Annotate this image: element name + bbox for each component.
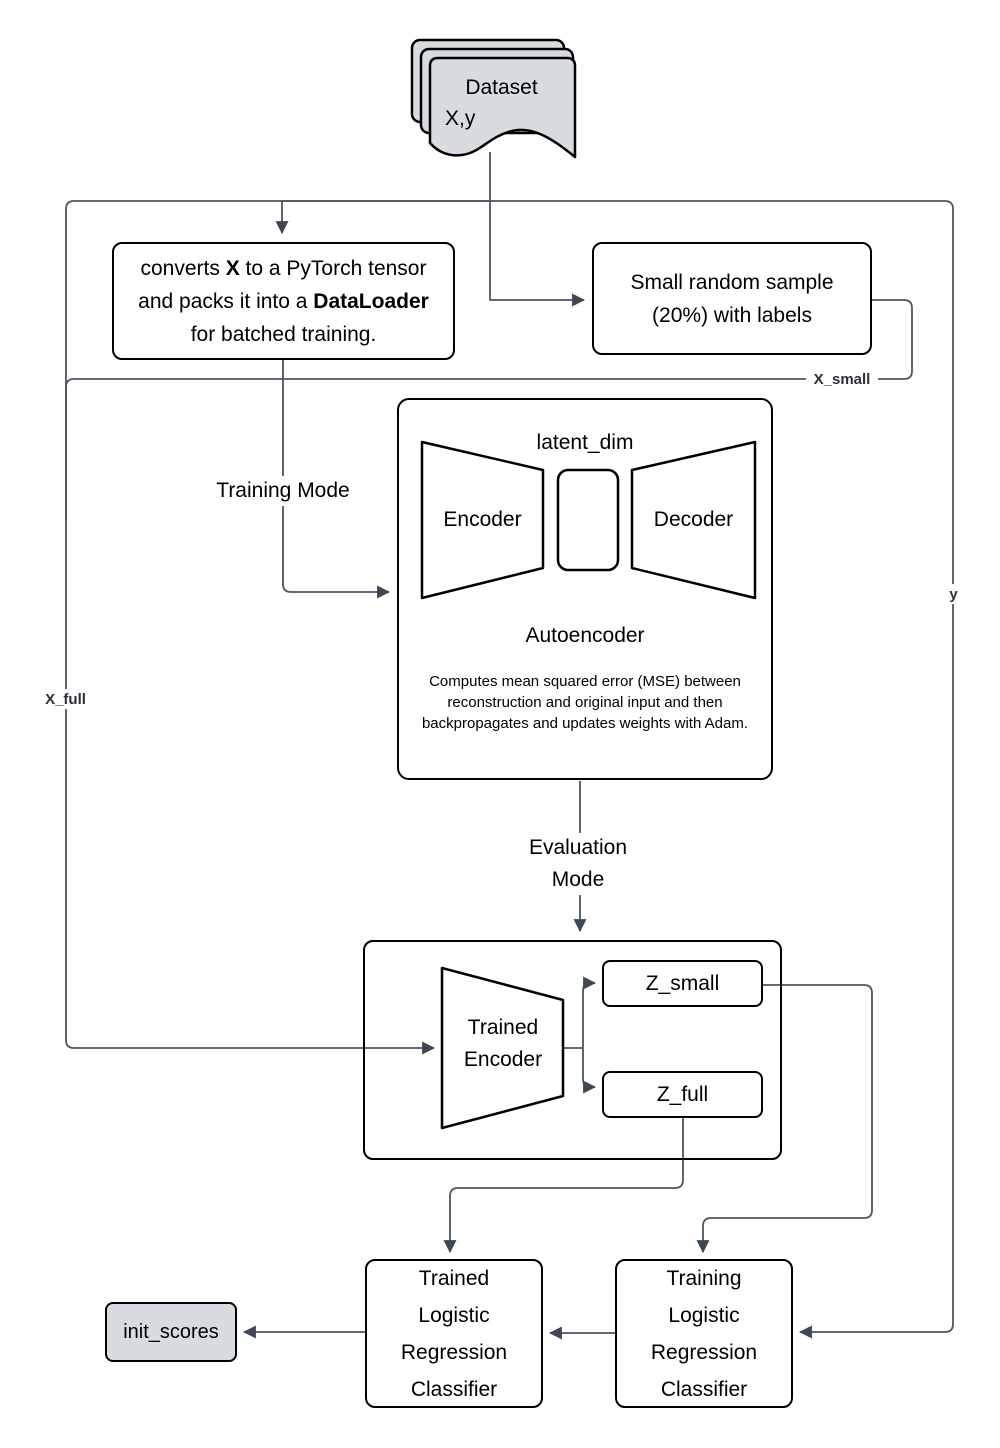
trained-encoder-label: Trained Encoder [463,1016,543,1071]
converts-line-2: and packs it into a DataLoader [138,289,429,313]
trained-encoder-trapezoid [440,966,565,1130]
training-mode-label: Training Mode [206,476,360,506]
edge-x-small [65,299,913,520]
z-full-node: Z_full [602,1071,763,1118]
training-classifier-node: Training Logistic Regression Classifier [615,1259,793,1408]
trained-clf-line: Logistic [418,1303,490,1327]
encoder-label: Encoder [443,508,522,531]
eval-container [363,940,782,1160]
converts-node: converts X to a PyTorch tensor and packs… [112,242,455,360]
training-clf-line: Logistic [668,1303,740,1327]
z-small-node: Z_small [602,960,763,1007]
dataset-title: Dataset [428,72,575,104]
edge-branch-to-z-full [582,1048,597,1094]
dataset-xy-text: X,y [445,107,476,130]
decoder-label: Decoder [653,508,734,531]
training-clf-line: Regression [650,1340,758,1364]
autoencoder-title: Autoencoder [525,624,645,647]
x-small-edge-label: X_small [806,371,878,388]
edge-dataset-to-sample [489,152,586,307]
init-scores-node: init_scores [105,1302,237,1362]
edge-training-mode [282,360,391,599]
decoder-trapezoid [630,440,757,600]
trained-clf-line: Regression [400,1340,508,1364]
edge-z-full-to-trained-clf [443,1118,684,1254]
trained-clf-line: Classifier [410,1377,498,1401]
converts-line-1: converts X to a PyTorch tensor [140,256,427,280]
x-full-edge-label: X_full [37,689,94,709]
sample-line-1: Small random sample [630,270,834,294]
edge-x-full [65,200,490,1055]
training-clf-line: Training [666,1266,742,1290]
evaluation-mode-label: Evaluation Mode [520,833,636,895]
edge-y [490,200,954,1339]
trained-classifier-node: Trained Logistic Regression Classifier [365,1259,543,1408]
sample-line-2: (20%) with labels [652,303,812,327]
converts-line-3: for batched training. [190,322,377,346]
dataset-shape [410,38,577,159]
encoder-trapezoid [420,440,545,600]
autoencoder-container [397,398,773,780]
edge-dataset-to-converts [275,200,490,235]
training-clf-line: Classifier [660,1377,748,1401]
latent-rect [556,468,620,572]
autoencoder-description: Computes mean squared error (MSE) betwee… [421,673,749,732]
dataset-title-text: Dataset [465,76,538,99]
dataset-front-sheet [428,56,577,159]
y-edge-label: y [943,584,964,604]
sample-node: Small random sample (20%) with labels [592,242,872,355]
edge-z-small-to-training-clf [696,984,873,1254]
dataset-xy-label: X,y [445,103,505,135]
edge-branch-to-z-small [582,976,597,1048]
trained-clf-line: Trained [418,1266,490,1290]
latent-dim-label: latent_dim [536,431,634,454]
